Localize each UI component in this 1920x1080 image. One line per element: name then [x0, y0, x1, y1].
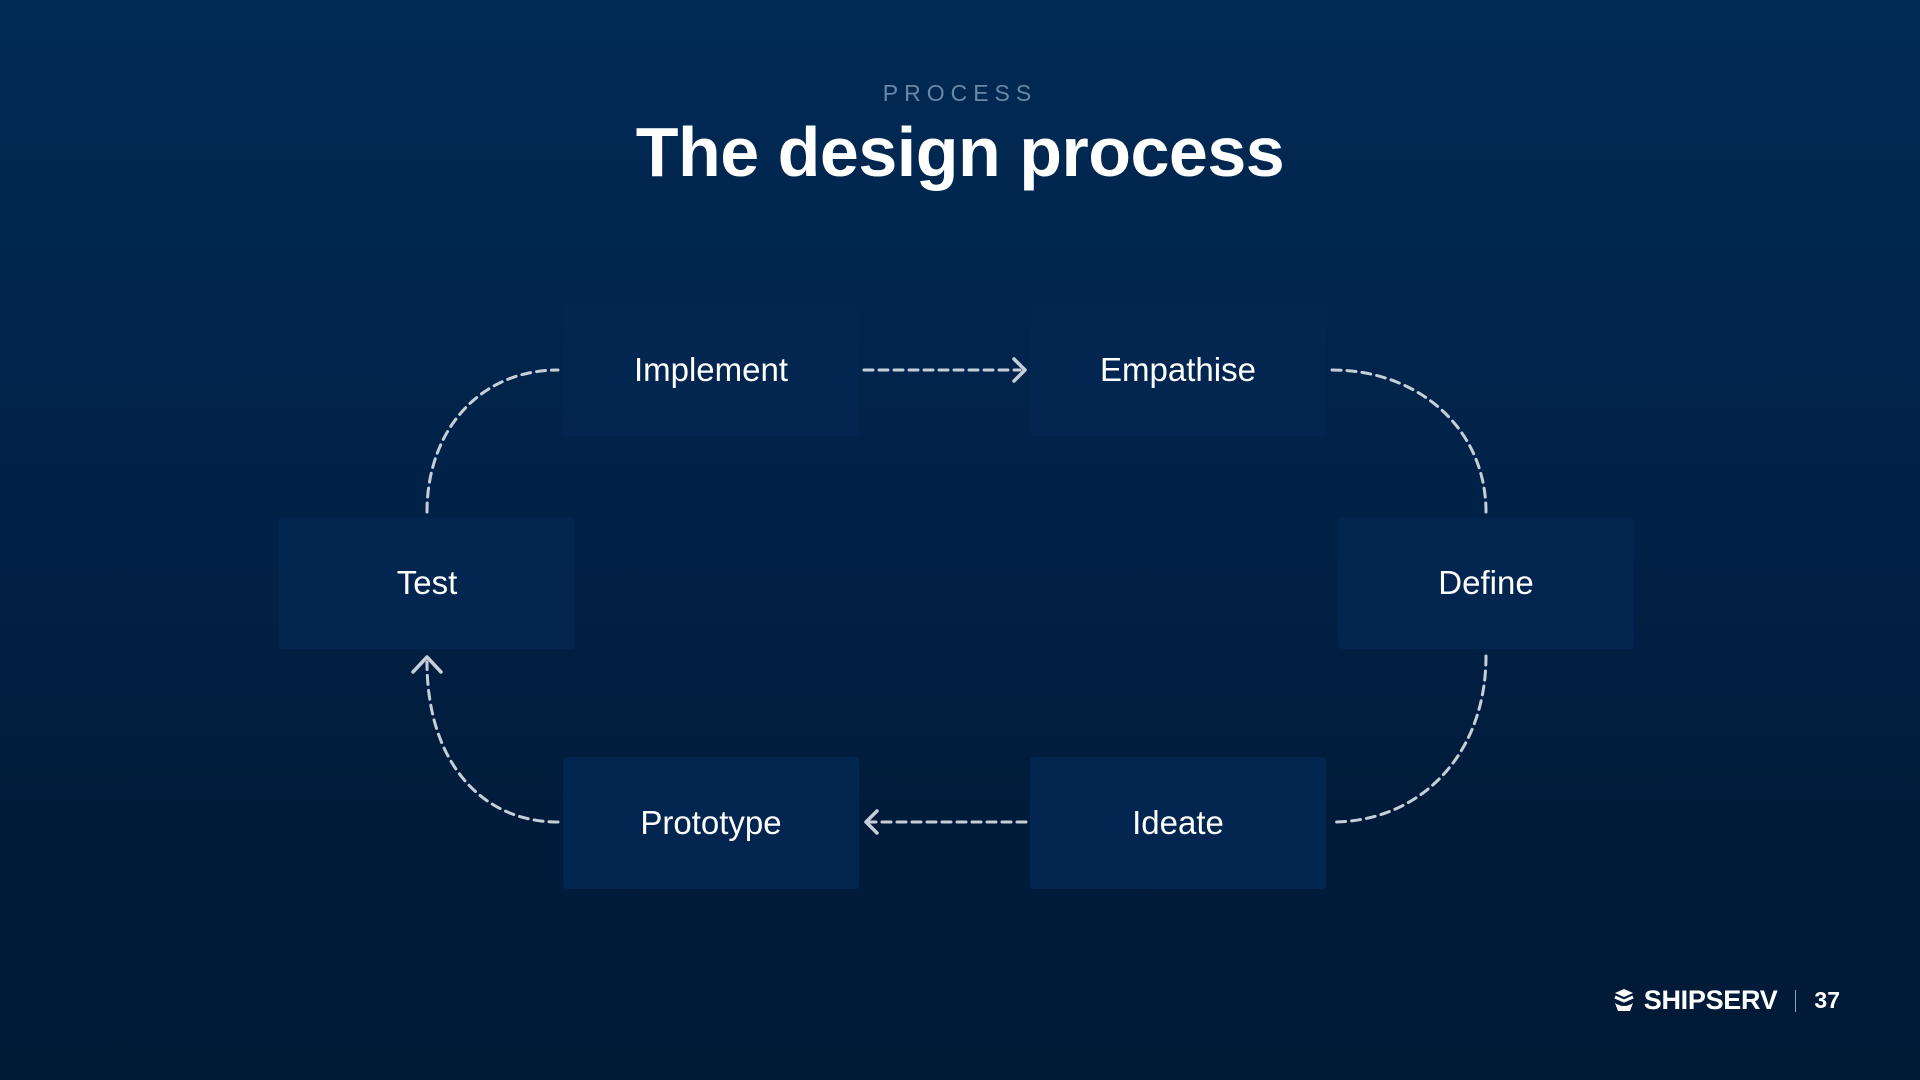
arrow-head-left-icon — [864, 809, 879, 835]
connector-prototype-test — [425, 660, 560, 824]
connector-test-implement — [425, 368, 560, 514]
shipserv-logo-icon — [1614, 988, 1634, 1011]
arrow-head-right-icon — [1012, 357, 1027, 383]
node-empathise: Empathise — [1030, 304, 1326, 436]
page-number: 37 — [1814, 987, 1840, 1013]
section-eyebrow: PROCESS — [882, 80, 1038, 106]
arrow-head-up-icon — [411, 655, 443, 674]
node-ideate: Ideate — [1030, 757, 1326, 889]
brand-name: SHIPSERV — [1643, 985, 1778, 1015]
node-prototype: Prototype — [563, 757, 859, 889]
node-implement: Implement — [563, 304, 859, 436]
node-define: Define — [1338, 517, 1634, 649]
slide-title: The design process — [635, 113, 1285, 191]
brand-logo: SHIPSERV — [1612, 985, 1778, 1016]
footer: SHIPSERV 37 — [1612, 985, 1840, 1016]
connector-empathise-define — [1330, 368, 1488, 514]
node-test: Test — [279, 517, 575, 649]
connector-define-ideate — [1330, 654, 1488, 824]
footer-divider — [1795, 989, 1797, 1012]
